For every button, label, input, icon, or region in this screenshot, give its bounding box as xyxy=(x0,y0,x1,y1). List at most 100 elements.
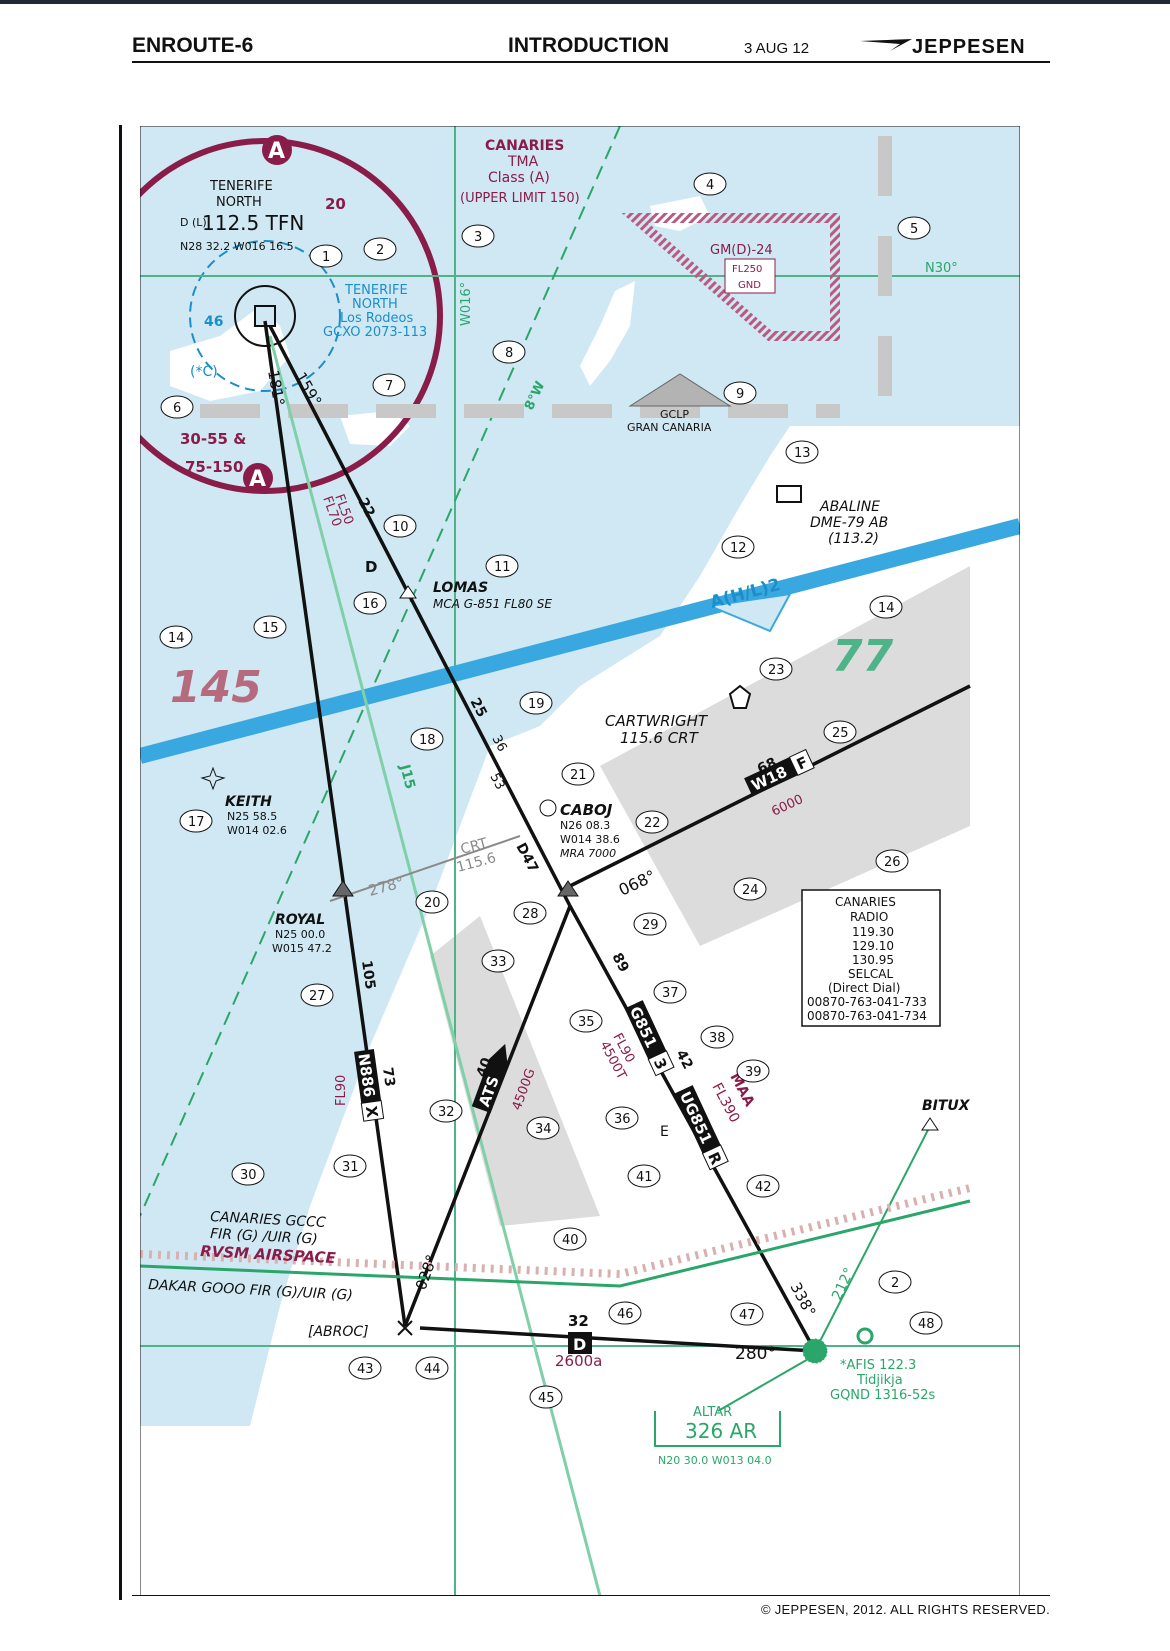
d-box-label: D xyxy=(573,1335,586,1354)
tfn-airport-1: TENERIFE xyxy=(344,283,408,298)
water-area xyxy=(140,126,1020,1426)
cartwright-freq: 115.6 CRT xyxy=(620,729,700,747)
alt-30-55: 30-55 & xyxy=(180,430,246,448)
alt-fl90-a: FL90 xyxy=(334,1075,349,1106)
keith-lon: W014 02.6 xyxy=(227,824,287,837)
n30-label: N30° xyxy=(925,261,958,276)
callout-40: 40 xyxy=(562,1233,579,1248)
callout-22: 22 xyxy=(644,816,661,831)
alt-2600a: 2600a xyxy=(555,1352,602,1370)
callout-7: 7 xyxy=(385,379,393,394)
chart-left-border xyxy=(119,125,122,1600)
cartwright-name: CARTWRIGHT xyxy=(605,712,709,730)
lomas-fix-icon xyxy=(399,585,417,599)
callout-14a: 14 xyxy=(168,631,185,646)
w016-label: W016° xyxy=(459,282,474,326)
callout-group: 1 2 3 4 5 6 7 8 9 10 11 12 13 14 14 15 1… xyxy=(159,172,943,1409)
dist-36: 36 xyxy=(488,733,509,755)
altar-coords: N20 30.0 W013 04.0 xyxy=(658,1454,772,1467)
callout-30: 30 xyxy=(240,1168,257,1183)
page-section-label: ENROUTE-6 xyxy=(132,34,254,57)
callout-39: 39 xyxy=(745,1065,762,1080)
callout-29: 29 xyxy=(642,918,659,933)
callout-4: 4 xyxy=(706,178,714,193)
lomas-name: LOMAS xyxy=(433,580,488,596)
route-278 xyxy=(329,835,521,902)
callout-13: 13 xyxy=(794,446,811,461)
cartwright-vortac-icon xyxy=(728,684,752,709)
header-rule xyxy=(132,61,1050,63)
radio-line-7: (Direct Dial) xyxy=(828,981,900,995)
callout-45: 45 xyxy=(538,1391,555,1406)
gm-lower: GND xyxy=(738,280,761,291)
afis-line-3: GQND 1316-52s xyxy=(830,1388,935,1403)
gm-name: GM(D)-24 xyxy=(710,243,773,258)
callout-28: 28 xyxy=(522,907,539,922)
dist-42: 42 xyxy=(672,1047,695,1072)
callout-12: 12 xyxy=(730,541,747,556)
bitux-name: BITUX xyxy=(922,1098,971,1114)
callout-16: 16 xyxy=(362,597,379,612)
callout-23: 23 xyxy=(768,663,785,678)
airway-n886-badge: N886 X xyxy=(354,1049,385,1122)
callout-37: 37 xyxy=(662,986,679,1001)
route-212 xyxy=(814,1125,931,1352)
radio-line-4: 129.10 xyxy=(852,939,894,953)
fir-canaries-2: FIR (G) /UIR (G) xyxy=(210,1226,318,1248)
altar-box xyxy=(654,1411,781,1447)
radio-line-2: RADIO xyxy=(850,910,888,924)
ring-a-badge-top xyxy=(262,135,292,165)
airway-band-ahl2 xyxy=(140,518,1020,764)
callout-25: 25 xyxy=(832,726,849,741)
radial-028: 028° xyxy=(412,1252,441,1292)
dist-32: 32 xyxy=(568,1312,589,1330)
callout-38: 38 xyxy=(709,1031,726,1046)
callout-46: 46 xyxy=(617,1307,634,1322)
caboj-mra: MRA 7000 xyxy=(560,847,616,860)
callout-11: 11 xyxy=(494,560,511,575)
callout-34: 34 xyxy=(535,1122,552,1137)
tfn-prefix: D (L) xyxy=(180,216,207,229)
gm-upper: FL250 xyxy=(732,264,762,275)
callout-18: 18 xyxy=(419,733,436,748)
callout-9: 9 xyxy=(736,387,744,402)
callout-5: 5 xyxy=(910,222,918,237)
ring-a-badge-bottom xyxy=(243,463,273,493)
tma-label-2: TMA xyxy=(507,154,539,170)
cyan-c-label: (*C) xyxy=(190,364,218,380)
callout-41: 41 xyxy=(636,1170,653,1185)
callout-27: 27 xyxy=(309,989,326,1004)
altar-ndb-icon xyxy=(802,1338,828,1364)
route-159 xyxy=(268,325,572,907)
gclp-label-1: GCLP xyxy=(660,408,689,421)
abaline-dme: DME-79 AB xyxy=(810,515,888,531)
airway-n886-x: X xyxy=(362,1105,381,1119)
afis-line-2: Tidjikja xyxy=(856,1373,903,1388)
copyright-notice: © JEPPESEN, 2012. ALL RIGHTS RESERVED. xyxy=(760,1602,1050,1617)
page-title: INTRODUCTION xyxy=(508,34,669,57)
ahl2-flag xyxy=(706,592,792,633)
caboj-fix-icon xyxy=(557,880,579,897)
fir-boundary xyxy=(140,1199,971,1288)
tfn-airport-3: Los Rodeos xyxy=(340,311,413,326)
radio-line-9: 00870-763-041-734 xyxy=(807,1009,927,1023)
route-ats xyxy=(403,905,572,1327)
callout-17: 17 xyxy=(188,815,205,830)
caboj-m-icon xyxy=(539,799,557,817)
enroute-chart: CANARIES TMA Class (A) (UPPER LIMIT 150)… xyxy=(140,126,1020,1596)
dist-105: 105 xyxy=(358,959,378,990)
route-181 xyxy=(263,320,407,1327)
callout-14b: 14 xyxy=(878,601,895,616)
dist-53: 53 xyxy=(486,771,507,793)
altar-freq: 326 AR xyxy=(685,1419,757,1443)
chart-svg: CANARIES TMA Class (A) (UPPER LIMIT 150)… xyxy=(140,126,1020,1596)
callout-2b: 2 xyxy=(891,1276,899,1291)
d-box xyxy=(568,1332,592,1354)
callout-42: 42 xyxy=(755,1180,772,1195)
ring-a-label-top: A xyxy=(268,139,285,164)
tfn-airport-2: NORTH xyxy=(352,297,398,312)
top-bar xyxy=(0,0,1170,4)
callout-32: 32 xyxy=(438,1105,455,1120)
airway-n886-label: N886 xyxy=(354,1052,378,1098)
brand-name: JEPPESEN xyxy=(912,36,1026,58)
